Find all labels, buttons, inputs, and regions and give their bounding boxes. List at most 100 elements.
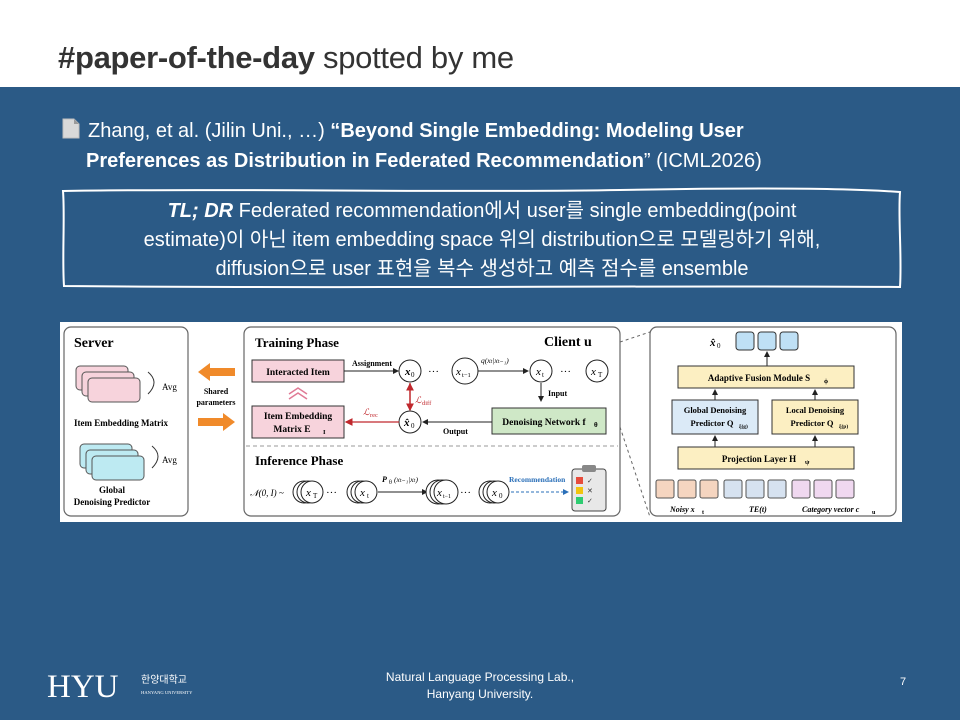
local-denoising-box <box>771 399 859 435</box>
footer-lab: Natural Language Processing Lab., Hanyan… <box>360 669 600 703</box>
l-rec-label: ℒ <box>363 407 370 417</box>
x0-node: x <box>404 366 411 378</box>
title-rest: spotted by me <box>314 40 514 75</box>
output-label: Output <box>443 427 468 436</box>
svg-text:x: x <box>359 487 365 499</box>
architecture-figure: Server Avg Item Embedding Matrix Avg Glo… <box>60 322 902 522</box>
normal-dist-label: 𝒩(0, I) ~ <box>250 488 284 498</box>
server-title: Server <box>74 336 114 351</box>
p-theta-label: P <box>382 475 387 484</box>
shared-label: Shared <box>204 387 229 396</box>
slide-header: #paper-of-the-day spotted by me <box>0 0 960 87</box>
input-label: Input <box>548 389 567 398</box>
adaptive-fusion-box <box>677 365 855 389</box>
svg-text:ψ: ψ <box>805 459 810 466</box>
svg-text:θ: θ <box>389 480 392 486</box>
client-u-title: Client u <box>544 335 592 350</box>
footer-lab-line1: Natural Language Processing Lab., <box>385 670 575 684</box>
xt-node: x <box>535 366 541 378</box>
document-icon <box>62 118 80 139</box>
svg-text:0: 0 <box>411 422 415 430</box>
noisy-label: Noisy x <box>669 505 695 514</box>
local-denoising-line1: Local Denoising <box>786 405 845 415</box>
item-embedding-box-line1: Item Embedding <box>264 412 333 422</box>
item-embedding-matrix-box <box>251 405 345 439</box>
training-phase-title: Training Phase <box>255 335 339 350</box>
te-label: TE(t) <box>749 505 767 514</box>
svg-text:✕: ✕ <box>587 487 593 495</box>
svg-text:✓: ✓ <box>587 477 593 485</box>
inference-xt-stack: x t <box>346 480 378 504</box>
svg-text:t−1: t−1 <box>462 372 471 379</box>
global-denoising-line1: Global Denoising <box>684 405 747 415</box>
svg-text:x: x <box>305 487 311 499</box>
header-rule <box>0 87 558 93</box>
inference-xt1-stack: x t−1 <box>425 479 459 505</box>
paper-venue: (ICML2026) <box>650 150 762 172</box>
tldr-line-3: diffusion으로 user 표현을 복수 생성하고 예측 점수를 ense… <box>215 258 749 280</box>
denoising-detail-panel: x̂ 0 Adaptive Fusion Module S ϕ Global D… <box>649 326 897 517</box>
category-label: Category vector c <box>802 505 860 514</box>
assignment-label: Assignment <box>352 359 392 368</box>
svg-text:t−1: t−1 <box>443 494 451 500</box>
svg-text:ξ(p): ξ(p) <box>839 423 848 431</box>
avg-label-2: Avg <box>162 455 177 465</box>
svg-text:t: t <box>702 510 704 516</box>
global-denoising-line2: Predictor Q <box>691 418 734 428</box>
dots-1: ··· <box>428 366 439 378</box>
svg-text:0: 0 <box>717 342 721 350</box>
l-diff-label: ℒ <box>415 395 422 405</box>
svg-text:ξ(g): ξ(g) <box>739 423 748 431</box>
server-panel: Server Avg Item Embedding Matrix Avg Glo… <box>63 326 189 517</box>
inference-xT-stack: x T <box>292 480 324 504</box>
svg-text:x: x <box>491 487 497 499</box>
tldr-hand-drawn-border <box>61 187 902 289</box>
page-number: 7 <box>900 676 907 688</box>
clipboard-icon: ✓ ✕ ✓ <box>571 465 607 512</box>
svg-text:···: ··· <box>326 487 337 499</box>
footer-lab-line2: Hanyang University. <box>426 687 534 701</box>
svg-text:0: 0 <box>499 492 503 500</box>
tldr-box: TL; DR Federated recommendation에서 user를 … <box>60 187 904 291</box>
xT-node: x <box>590 366 596 378</box>
tldr-line-1: TL; DR Federated recommendation에서 user를 … <box>167 200 797 222</box>
tldr-line-2: estimate)이 아닌 item embedding space 위의 di… <box>143 229 821 251</box>
xt1-node: x <box>455 366 461 378</box>
global-label: Global <box>99 485 126 495</box>
paper-title-line-1: Beyond Single Embedding: Modeling User <box>340 120 744 142</box>
client-panel: Training Phase Client u Interacted Item … <box>243 326 621 517</box>
logo-text: HYU <box>47 669 119 701</box>
svg-text:u: u <box>872 510 876 516</box>
paper-authors: Zhang, et al. (Jilin Uni., …) <box>88 120 325 142</box>
svg-text:ϕ: ϕ <box>824 378 828 385</box>
denoising-network-box <box>491 407 607 435</box>
dots-2: ··· <box>560 366 571 378</box>
svg-text:0: 0 <box>411 371 415 379</box>
input-token-row <box>655 479 855 499</box>
tldr-text: TL; DR Federated recommendation에서 user를 … <box>60 197 904 284</box>
parameters-label: parameters <box>196 398 235 407</box>
projection-layer-label: Projection Layer H <box>722 454 796 464</box>
title-hashtag: #paper-of-the-day <box>58 40 315 75</box>
architecture-diagram: Server Avg Item Embedding Matrix Avg Glo… <box>63 326 897 518</box>
cyan-predictor-stack <box>79 443 145 481</box>
svg-text:···: ··· <box>460 487 471 499</box>
shared-parameters-arrows: Shared parameters <box>196 363 236 431</box>
global-denoising-box <box>671 399 759 435</box>
svg-text:diff: diff <box>422 400 432 407</box>
projection-layer-box <box>677 446 855 470</box>
paper-line-1: Zhang, et al. (Jilin Uni., …) “Beyond Si… <box>88 116 744 146</box>
svg-text:T: T <box>598 371 603 379</box>
interacted-item-label: Interacted Item <box>266 368 330 378</box>
x0-hat-node: x̂ <box>403 417 410 429</box>
sub-i: I <box>323 429 326 436</box>
slide-title: #paper-of-the-day spotted by me <box>58 40 514 76</box>
svg-text:rec: rec <box>370 412 378 419</box>
logo-english: HANYANG UNIVERSITY <box>141 690 193 695</box>
x0-hat-output-label: x̂ <box>709 337 716 349</box>
svg-text:t: t <box>367 492 369 500</box>
adaptive-fusion-label: Adaptive Fusion Module S <box>708 373 810 383</box>
recommendation-label: Recommendation <box>509 475 566 484</box>
pink-embedding-stack <box>75 365 141 403</box>
item-embedding-box-line2: Matrix E <box>273 425 310 435</box>
